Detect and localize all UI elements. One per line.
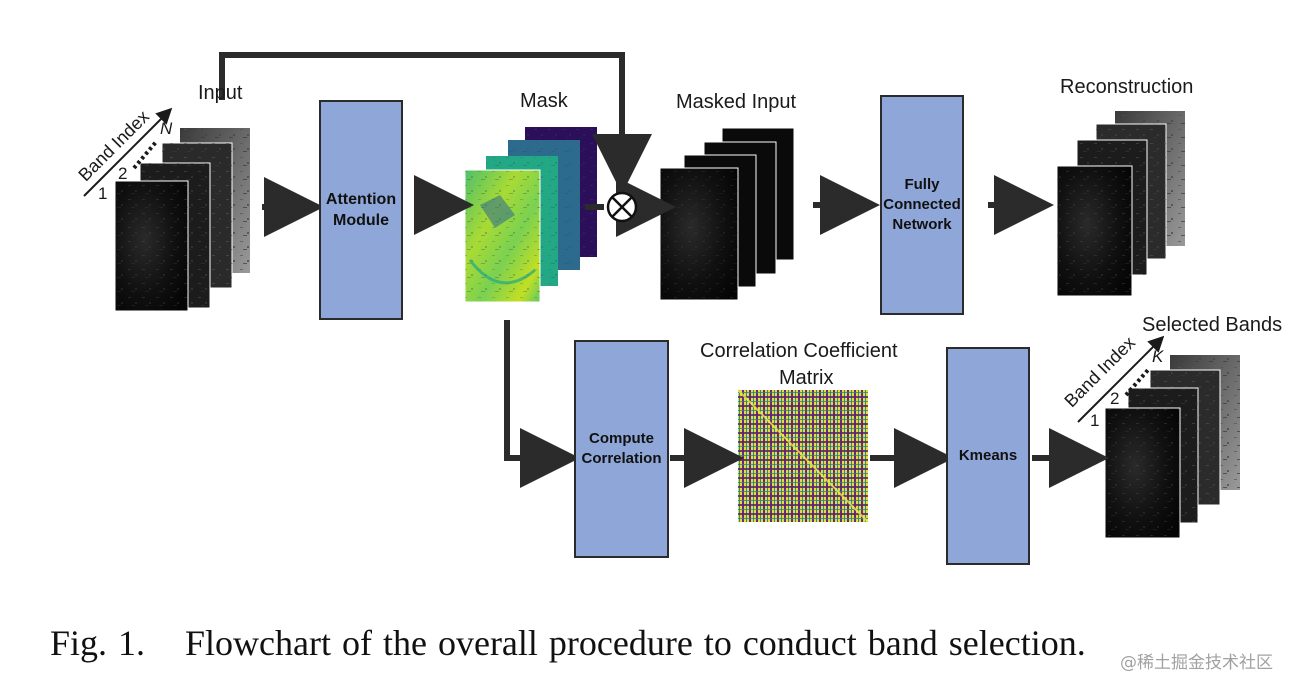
correlation-matrix-title-line1: Correlation Coefficient <box>700 340 898 362</box>
input-image-stack <box>114 128 250 312</box>
fully-connected-network-box: Fully Connected Network <box>880 95 964 315</box>
mask-image-stack <box>464 127 597 303</box>
attention-module-label: Attention Module <box>325 191 397 229</box>
figure-caption-text: Flowchart of the overall procedure to co… <box>185 623 1086 663</box>
input-label: Input <box>198 82 243 104</box>
band-index-last-input: N <box>160 119 173 138</box>
figure-number: Fig. 1. <box>50 623 146 663</box>
band-index-second-input: 2 <box>118 164 127 183</box>
attention-module-box: Attention Module <box>319 100 403 320</box>
kmeans-label: Kmeans <box>958 447 1018 464</box>
correlation-matrix-title-line2: Matrix <box>779 367 834 389</box>
reconstruction-label: Reconstruction <box>1060 76 1194 98</box>
band-index-first-selected: 1 <box>1090 411 1099 430</box>
arrow-mask-to-compute <box>504 320 580 488</box>
mask-label: Mask <box>520 90 568 112</box>
band-index-first-input: 1 <box>98 184 107 203</box>
selected-bands-label: Selected Bands <box>1142 314 1283 336</box>
band-index-second-selected: 2 <box>1110 389 1119 408</box>
skip-connection-arrow <box>219 52 652 194</box>
masked-input-image-stack <box>659 127 795 301</box>
fully-connected-network-label: Fully Connected Network <box>883 176 961 233</box>
multiply-operator <box>606 191 638 223</box>
selected-bands-image-stack <box>1104 355 1240 539</box>
figure-caption: Fig. 1. Flowchart of the overall procedur… <box>50 622 1086 664</box>
band-index-last-selected: K <box>1152 347 1164 366</box>
masked-input-label: Masked Input <box>676 91 797 113</box>
reconstruction-image-stack <box>1056 111 1185 297</box>
watermark: @稀土掘金技术社区 <box>1120 653 1273 673</box>
compute-correlation-box: Compute Correlation <box>574 340 669 558</box>
connectors <box>219 52 1109 488</box>
correlation-matrix-image <box>737 389 869 523</box>
compute-correlation-label: Compute Correlation <box>581 430 662 467</box>
kmeans-box: Kmeans <box>946 347 1030 565</box>
